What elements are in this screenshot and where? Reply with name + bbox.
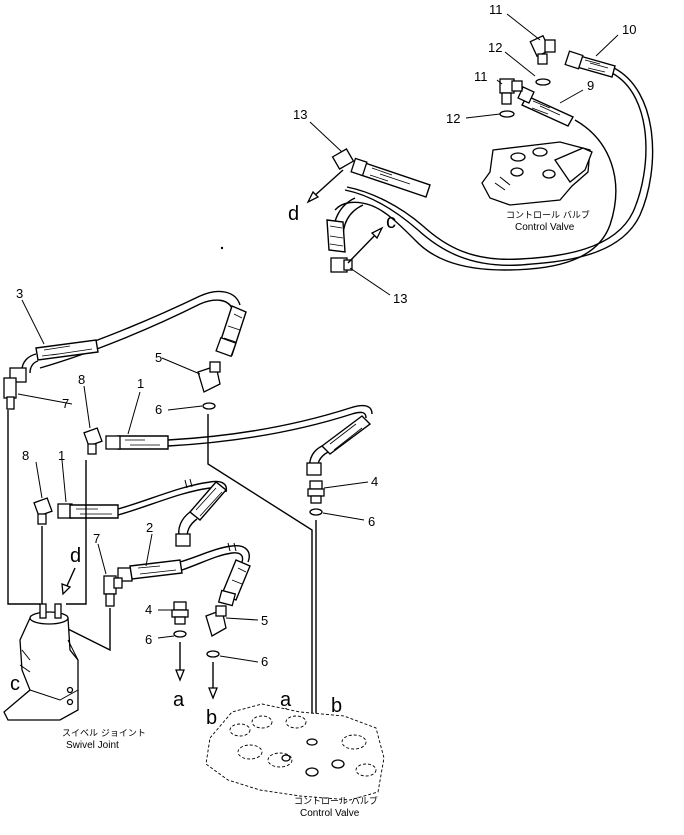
callout-8-upper: 8 (78, 372, 85, 387)
hose-2 (117, 542, 251, 607)
bottom-valve-label-jp: コントロール バルブ (294, 795, 378, 807)
callout-4-left: 4 (145, 602, 152, 617)
pipe-left-d (65, 608, 111, 652)
hose-13-upper (331, 148, 431, 198)
hose-3 (9, 290, 247, 383)
connector-d-swivel: d (70, 545, 81, 567)
callout-9: 9 (587, 78, 594, 93)
callout-2: 2 (146, 520, 153, 535)
arrow-d-top (311, 169, 344, 199)
fitting-5-upper (197, 361, 221, 393)
o-ring-12-upper (535, 78, 551, 86)
callout-13-lower: 13 (393, 291, 407, 306)
connector-a-valve: a (280, 689, 292, 711)
fitting-8-lower (33, 497, 53, 525)
bottom-control-valve: コントロール バルブ Control Valve (205, 703, 385, 819)
top-control-valve: コントロール バルブ Control Valve (481, 141, 593, 233)
callout-1-upper: 1 (137, 376, 144, 391)
callout-11-lower: 11 (474, 69, 488, 84)
fitting-8-upper (83, 427, 103, 455)
arrow-d-swivel (65, 567, 76, 589)
swivel-label-en: Swivel Joint (66, 740, 119, 751)
callout-6-upper: 6 (155, 402, 162, 417)
o-ring-6-lower (206, 650, 220, 658)
bottom-valve-label-en: Control Valve (300, 808, 360, 819)
callout-3: 3 (16, 286, 23, 301)
hose-1-lower (57, 478, 228, 547)
fitting-11-upper (529, 34, 556, 65)
callout-11-upper: 11 (489, 2, 503, 17)
callout-10: 10 (622, 22, 636, 37)
callout-5-lower: 5 (261, 613, 268, 628)
o-ring-6-right (309, 508, 323, 516)
pipe-left-c (66, 460, 87, 605)
callout-13-upper: 13 (293, 107, 307, 122)
fitting-7-upper (3, 377, 17, 410)
fitting-5-lower (205, 605, 227, 637)
callout-12-lower: 12 (446, 111, 460, 126)
hose-13-lower (326, 197, 364, 273)
fitting-11-lower (499, 78, 523, 105)
connector-d-top: d (288, 203, 299, 225)
swivel-label-jp: スイベル ジョイント (62, 729, 146, 739)
connector-b-valve: b (331, 695, 342, 717)
top-valve-label-en: Control Valve (515, 222, 575, 233)
o-ring-6-upper (202, 402, 216, 410)
connector-b-left: b (206, 707, 217, 729)
pipe-left-a (7, 410, 40, 605)
callout-12-upper: 12 (488, 40, 502, 55)
fitting-7-lower (103, 575, 123, 607)
callout-6-right: 6 (368, 514, 375, 529)
o-ring-6-left (173, 630, 187, 638)
callout-7-upper: 7 (62, 396, 69, 411)
connector-c-swivel: c (10, 673, 20, 695)
callout-8-lower: 8 (22, 448, 29, 463)
hose-10 (344, 50, 654, 267)
fitting-4-left (171, 601, 189, 625)
o-ring-12-lower (499, 110, 515, 118)
callout-6-left: 6 (145, 632, 152, 647)
swivel-joint: スイベル ジョイント Swivel Joint (3, 603, 146, 751)
connector-c-top: c (386, 211, 396, 233)
callout-4-right: 4 (371, 474, 378, 489)
arrow-c-top (347, 231, 379, 264)
callout-1-lower: 1 (58, 448, 65, 463)
callout-5-upper: 5 (155, 350, 162, 365)
top-valve-label-jp: コントロール バルブ (506, 209, 590, 221)
connector-a-left: a (173, 689, 185, 711)
callout-7-lower: 7 (93, 531, 100, 546)
callout-6-lower: 6 (261, 654, 268, 669)
pipe-center (207, 414, 313, 730)
hose-1-upper (105, 404, 373, 476)
fitting-4-right (307, 480, 325, 504)
